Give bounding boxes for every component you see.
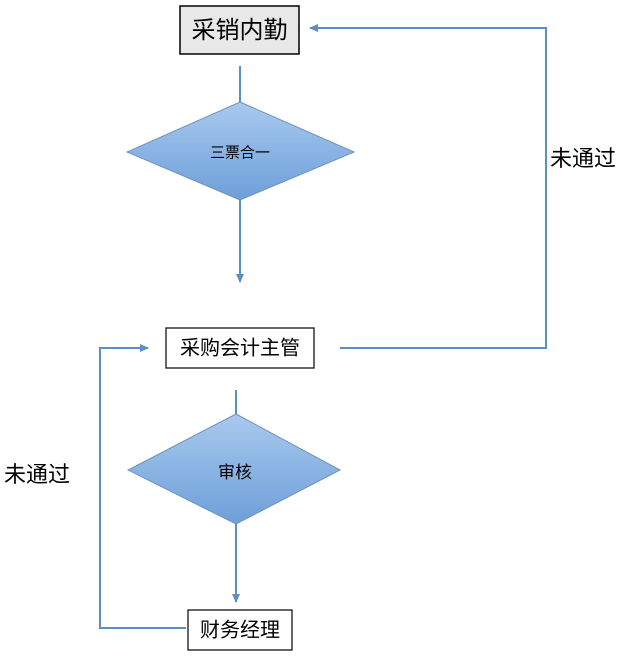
edge-label-reject-to-supervisor: 未通过: [4, 463, 70, 488]
node-three-invoice-match-label: 三票合一: [210, 144, 270, 162]
node-purchase-sales-clerk-label: 采销内勤: [192, 16, 288, 44]
node-finance-manager-label: 财务经理: [200, 618, 280, 642]
arrow-supervisor-rejected-to-clerk: [309, 24, 547, 349]
edge-label-reject-to-clerk: 未通过: [550, 147, 616, 172]
node-purchase-accounting-supervisor-box: [165, 327, 315, 369]
node-purchase-sales-clerk-box: [179, 5, 300, 55]
node-purchase-accounting-supervisor: 采购会计主管: [165, 327, 315, 369]
node-finance-manager: 财务经理: [187, 609, 293, 651]
node-review-label: 审核: [218, 463, 252, 483]
node-purchase-accounting-supervisor-label: 采购会计主管: [180, 336, 300, 360]
node-finance-manager-box: [187, 609, 293, 651]
connectors: [99, 24, 547, 629]
node-three-invoice-match: 三票合一: [125, 101, 356, 201]
node-three-invoice-match-diamond: [125, 101, 356, 201]
node-review: 审核: [126, 413, 342, 525]
node-purchase-sales-clerk: 采销内勤: [179, 5, 300, 55]
arrow-finance-manager-rejected-to-supervisor: [99, 344, 186, 629]
node-review-diamond: [126, 413, 342, 525]
